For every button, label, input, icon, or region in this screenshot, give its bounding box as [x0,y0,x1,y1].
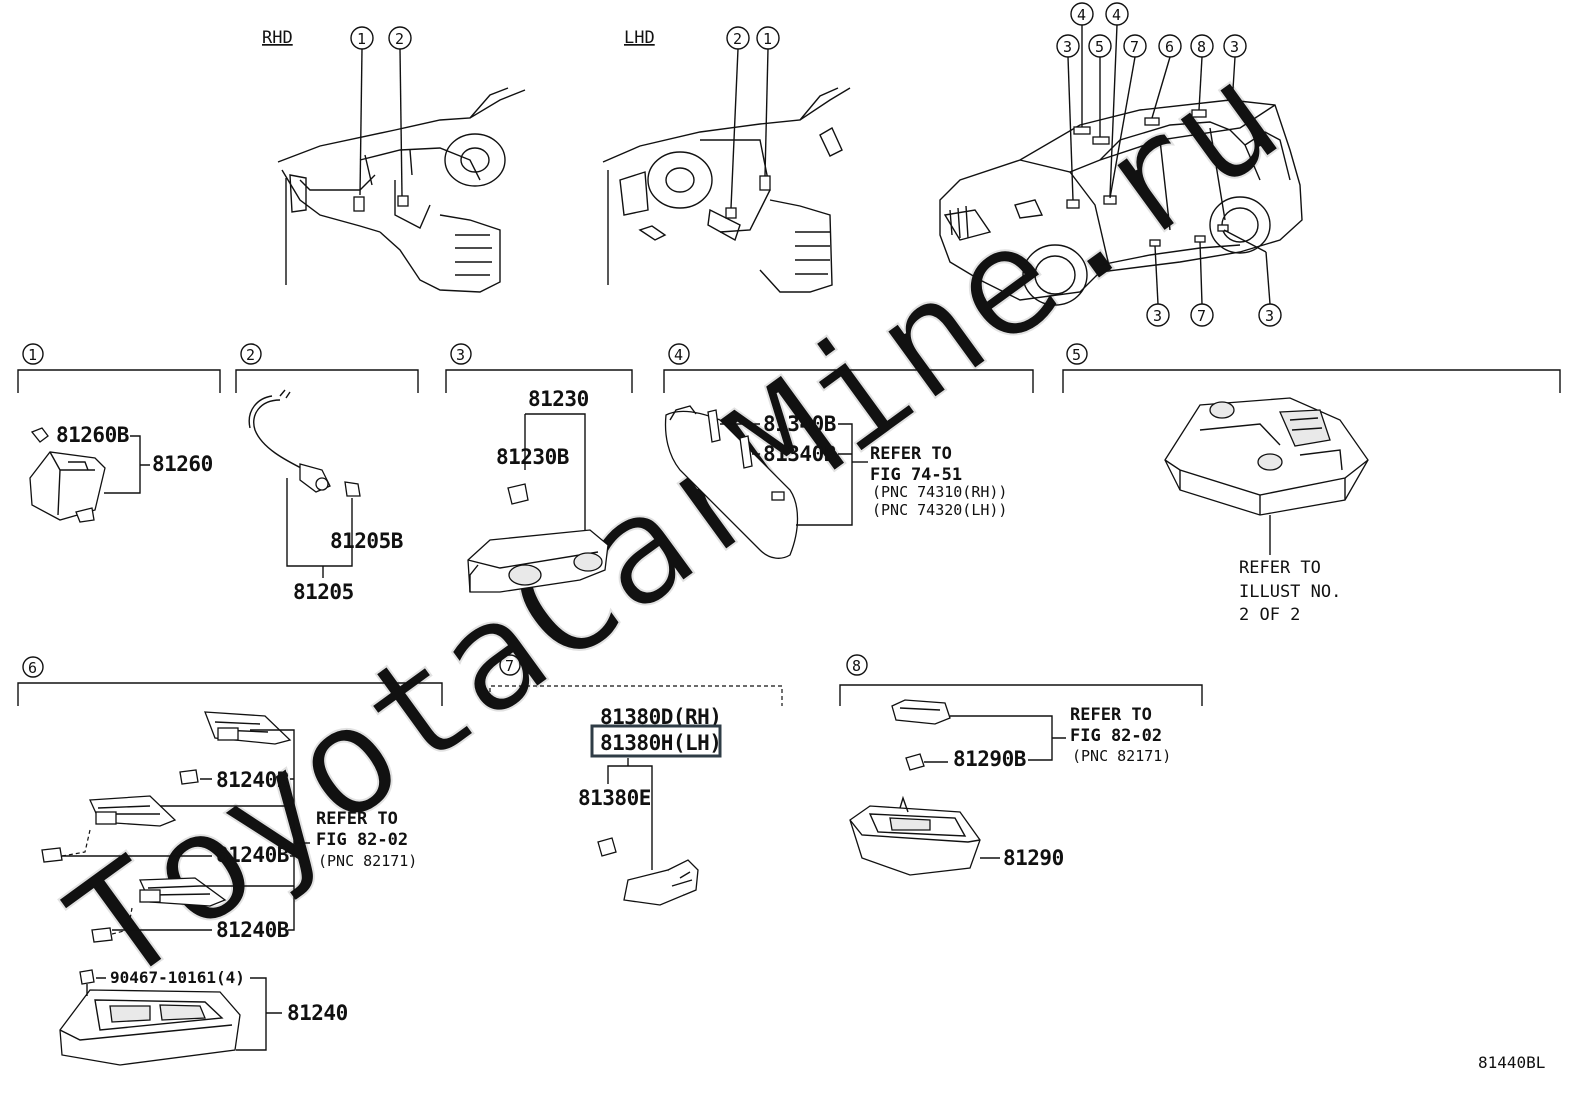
svg-text:3: 3 [1230,38,1239,56]
section-5-ref-2: ILLUST NO. [1239,582,1341,602]
section-4-ref-2: FIG 74-51 [870,465,962,485]
vehicle-callout-5: 5 [1088,34,1112,137]
section-4-ref-1: REFER TO [870,444,952,464]
part-label-81380H: 81380H(LH) [600,731,721,755]
part-81205-drawing [248,389,361,497]
part-81290-drawing [849,699,981,876]
svg-text:3: 3 [1063,38,1072,56]
part-81380-drawing [597,837,699,906]
part-label-81380E: 81380E [578,786,651,810]
part-label-90467-10161: 90467-10161(4) [110,968,245,987]
section-7-number: 7 [505,657,514,675]
svg-text:4: 4 [1077,6,1086,24]
vehicle-callout-4b: 4 [1105,2,1129,197]
section-3: 3 81230 81230B [445,343,633,593]
section-8: 8 81290B 81290 REFER TO FIG 82-02 (PNC 8… [839,654,1203,876]
figure-code: 81440BL [1478,1053,1545,1072]
svg-text:7: 7 [1130,38,1139,56]
lhd-callout-2: 2 [726,26,750,209]
svg-text:2: 2 [733,30,742,48]
rhd-label: RHD [262,28,293,48]
svg-text:3: 3 [1153,307,1162,325]
section-6: 6 81240B 81240B 81240B REFER TO FIG 82-0… [17,656,443,1066]
section-8-ref-3: (PNC 82171) [1072,747,1171,765]
section-6-ref-3: (PNC 82171) [318,852,417,870]
part-label-81340B-a: 81340B [763,412,836,436]
vehicle-view: 3 4 5 4 7 6 8 [939,2,1303,327]
part-81230-drawing [467,483,609,593]
svg-text:3: 3 [1265,307,1274,325]
section-8-ref-1: REFER TO [1070,705,1152,725]
part-label-81230: 81230 [528,387,589,411]
part-label-81340B-b: 81340B [763,442,836,466]
section-4: 4 81340B 81340B REFER TO FIG 74-51 (PNC … [663,343,1034,559]
lhd-callout-1: 1 [756,26,780,177]
svg-text:1: 1 [357,30,366,48]
section-4-ref-3: (PNC 74310(RH)) [872,483,1007,501]
section-1-number: 1 [28,346,37,364]
vehicle-callout-3d: 3 [1223,229,1282,327]
part-label-81240: 81240 [287,1001,348,1025]
section-8-ref-2: FIG 82-02 [1070,726,1162,746]
vehicle-callout-3a: 3 [1056,34,1080,201]
part-label-81230B: 81230B [496,445,569,469]
vehicle-callout-3c: 3 [1146,245,1170,327]
vehicle-callout-4a: 4 [1070,2,1094,127]
part-81240-bulbs-drawing [41,711,292,943]
part-label-81240B-b: 81240B [216,843,289,867]
section-6-ref-1: REFER TO [316,809,398,829]
svg-text:2: 2 [395,30,404,48]
rhd-view: RHD 1 2 [262,26,526,293]
part-label-81260: 81260 [152,452,213,476]
rhd-dashboard-drawing [277,87,526,293]
section-1: 1 81260B 81260 [17,343,221,523]
svg-text:1: 1 [763,30,772,48]
section-5: 5 REFER TO ILLUST NO. 2 OF 2 [1062,343,1561,625]
section-8-number: 8 [852,657,861,675]
section-6-number: 6 [28,659,37,677]
lhd-view: LHD 2 1 [602,26,851,293]
rhd-callout-1: 1 [350,26,374,196]
section-4-number: 4 [674,346,683,364]
svg-text:8: 8 [1197,38,1206,56]
svg-text:5: 5 [1095,38,1104,56]
vehicle-callout-8: 8 [1190,34,1214,111]
part-overhead-console-drawing [1164,397,1369,516]
section-5-ref-1: REFER TO [1239,558,1321,578]
section-5-ref-3: 2 OF 2 [1239,605,1300,625]
section-2: 2 81205B 81205 [235,343,419,604]
section-5-number: 5 [1072,346,1081,364]
section-2-number: 2 [246,346,255,364]
rhd-callout-2: 2 [388,26,412,197]
vehicle-callout-3b: 3 [1223,34,1247,106]
part-sun-visor-drawing [664,405,799,559]
part-label-81290B: 81290B [953,747,1026,771]
lhd-label: LHD [624,28,655,48]
section-3-number: 3 [456,346,465,364]
vehicle-callout-7a: 7 [1109,34,1147,199]
part-label-81260B: 81260B [56,423,129,447]
vehicle-drawing [939,99,1303,306]
svg-text:6: 6 [1165,38,1174,56]
vehicle-callout-7b: 7 [1190,241,1214,327]
highlight-box [590,724,722,758]
part-81260-drawing [29,427,106,523]
part-label-81290: 81290 [1003,846,1064,870]
section-4-ref-4: (PNC 74320(LH)) [872,501,1007,519]
part-label-81240B-c: 81240B [216,918,289,942]
section-6-ref-2: FIG 82-02 [316,830,408,850]
svg-text:4: 4 [1112,6,1121,24]
part-label-81240B-a: 81240B [216,768,289,792]
lhd-dashboard-drawing [602,87,851,293]
section-7: 7 81380D(RH) 81380H(LH) 81380E [489,654,783,906]
part-label-81205: 81205 [293,580,354,604]
svg-text:7: 7 [1197,307,1206,325]
part-81240-housing-drawing [59,969,241,1066]
part-label-81205B: 81205B [330,529,403,553]
vehicle-callout-6: 6 [1151,34,1182,119]
